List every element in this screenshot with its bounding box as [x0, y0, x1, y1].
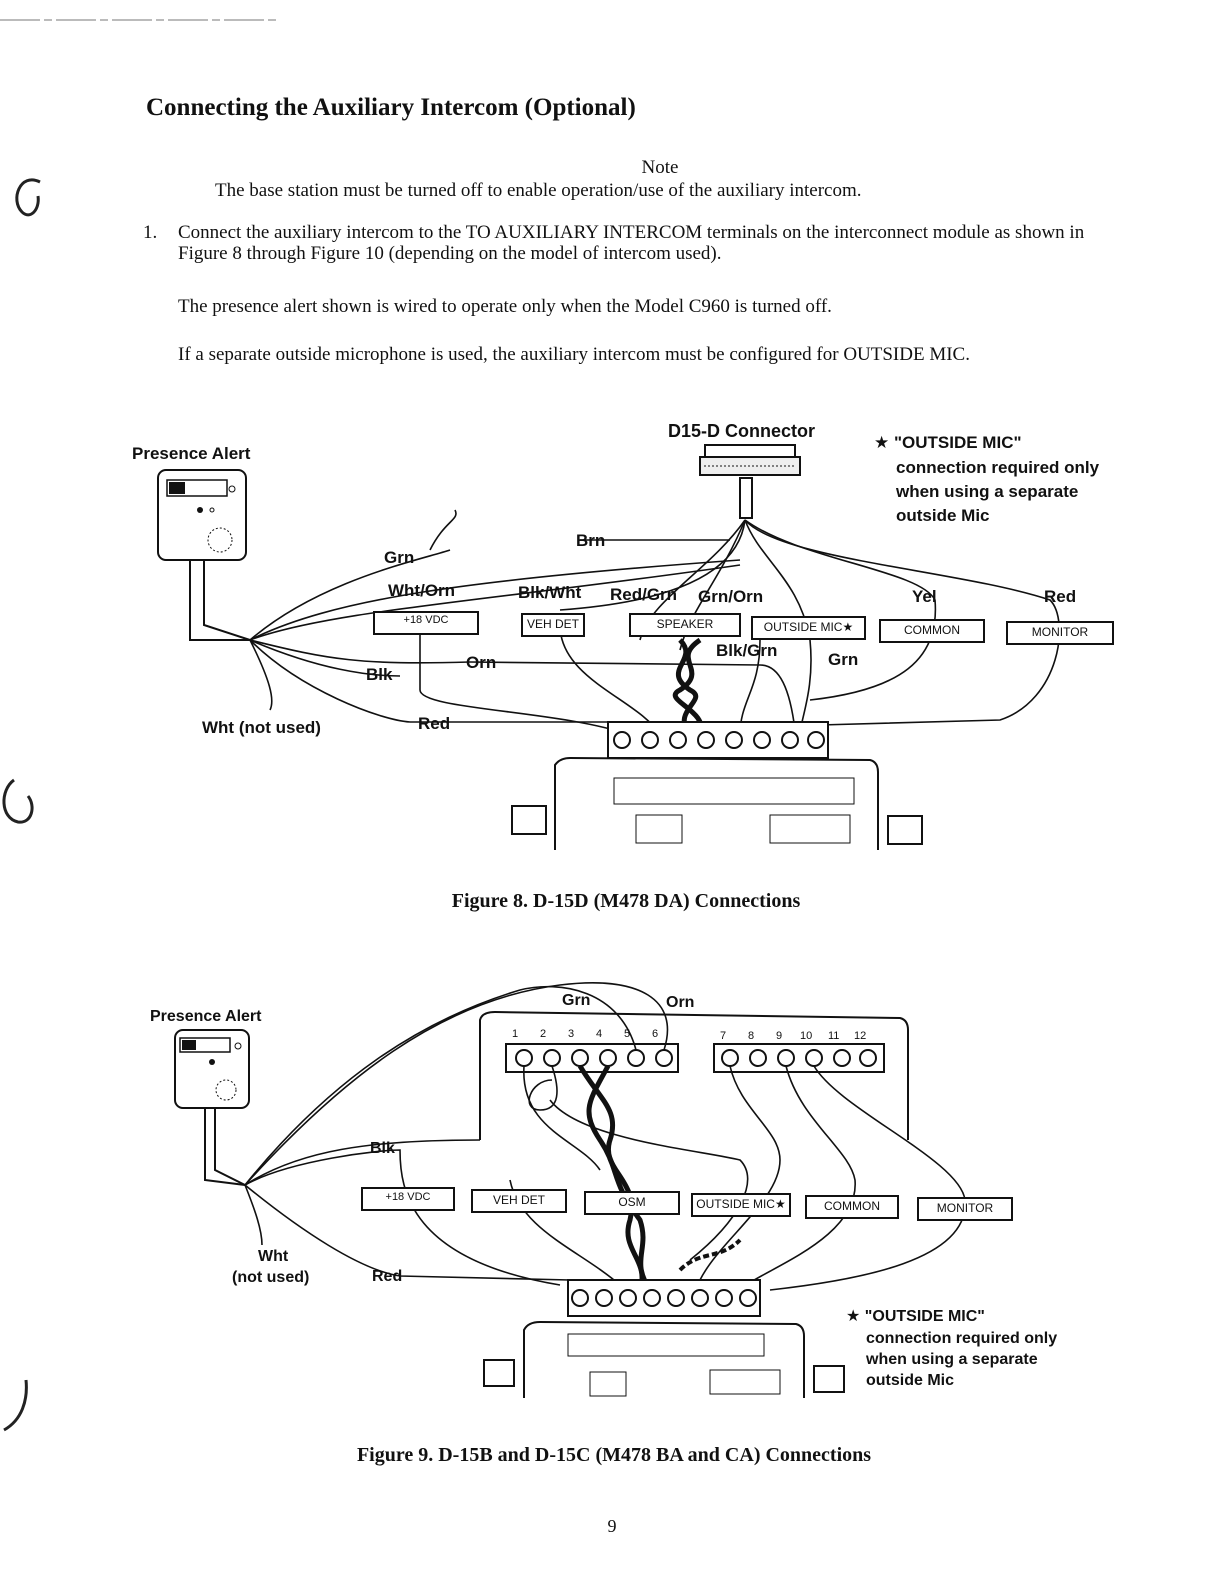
wire-label-grn: Grn	[384, 548, 415, 567]
wire-label-red-grn: Red/Grn	[610, 585, 678, 604]
figure-8-caption: Figure 8. D-15D (M478 DA) Connections	[451, 890, 801, 912]
wire-label-wht-not-used: Wht (not used)	[202, 718, 321, 737]
terminal-number: 2	[540, 1028, 547, 1040]
punch-hole-mark	[3, 1379, 28, 1432]
note-label: Note	[641, 157, 679, 178]
terminal-number: 6	[652, 1028, 659, 1040]
terminal-number: 1	[512, 1028, 519, 1040]
wire-label-orn: Orn	[466, 653, 497, 672]
terminal-label-monitor: MONITOR	[1031, 625, 1089, 639]
presence-alert-device	[157, 469, 251, 642]
figure-9-caption: Figure 9. D-15B and D-15C (M478 BA and C…	[356, 1444, 872, 1466]
interconnect-module-bottom	[483, 1279, 845, 1398]
wire-label-grn-orn: Grn/Orn	[698, 587, 764, 606]
fig9-footnote-line-2: connection required only	[866, 1330, 1058, 1347]
paragraph-presence: The presence alert shown is wired to ope…	[178, 296, 832, 317]
page-title: Connecting the Auxiliary Intercom (Optio…	[146, 94, 636, 121]
terminal-number: 7	[720, 1030, 727, 1042]
terminal-label-18vdc: +18 VDC	[403, 614, 449, 626]
d15-connector	[699, 444, 801, 519]
terminal-number: 10	[800, 1030, 813, 1042]
fig9-footnote-line-4: outside Mic	[866, 1372, 955, 1389]
presence-alert-label-2: Presence Alert	[150, 1008, 262, 1025]
wire-label-blk-grn: Blk/Grn	[716, 641, 778, 660]
terminal-number: 11	[828, 1030, 840, 1042]
punch-hole-mark	[2, 778, 34, 824]
figure-8-terminal-boxes	[373, 611, 1114, 645]
terminal-label-outside-mic: OUTSIDE MIC★	[763, 620, 854, 634]
paragraph-outside-mic: If a separate outside microphone is used…	[178, 344, 970, 365]
fig9-wire-label-orn: Orn	[666, 994, 695, 1011]
footnote-line-4: outside Mic	[896, 506, 990, 525]
fig9-wire-label-wht: Wht	[258, 1248, 289, 1265]
wire-label-grn-2: Grn	[828, 650, 859, 669]
fig9-terminal-label-18vdc: +18 VDC	[385, 1191, 431, 1203]
terminal-number: 4	[596, 1028, 603, 1040]
fig9-footnote-line-3: when using a separate	[866, 1351, 1038, 1368]
fig9-terminal-label-outside-mic: OUTSIDE MIC★	[696, 1197, 786, 1211]
page-number: 9	[607, 1516, 617, 1536]
step-number: 1.	[143, 222, 158, 243]
wire-label-blk: Blk	[366, 665, 393, 684]
wire-label-yel: Yel	[912, 587, 937, 606]
figure-9-terminal-boxes	[361, 1187, 1013, 1221]
fig9-wire-label-blk: Blk	[370, 1140, 395, 1157]
fig9-wire-label-not-used: (not used)	[232, 1269, 310, 1286]
footnote-line-1: ★ "OUTSIDE MIC"	[874, 433, 1022, 452]
terminal-number: 9	[776, 1030, 783, 1042]
terminal-number: 12	[854, 1030, 867, 1042]
wire-label-red: Red	[1044, 587, 1077, 606]
terminal-label-veh-det: VEH DET	[526, 617, 579, 631]
connector-label: D15-D Connector	[668, 421, 816, 441]
wire-label-wht-orn: Wht/Orn	[388, 581, 456, 600]
presence-alert-label: Presence Alert	[132, 444, 251, 463]
terminal-label-common: COMMON	[904, 623, 960, 637]
step-text: Connect the auxiliary intercom to the TO…	[178, 222, 1085, 264]
terminal-number: 5	[624, 1028, 631, 1040]
terminal-label-speaker: SPEAKER	[656, 617, 714, 631]
fig9-terminal-label-common: COMMON	[824, 1199, 880, 1213]
punch-hole-mark	[15, 178, 41, 217]
interconnect-module	[511, 721, 923, 850]
terminal-number: 8	[748, 1030, 755, 1042]
wire-label-blk-wht: Blk/Wht	[518, 583, 582, 602]
fig9-footnote-line-1: ★ "OUTSIDE MIC"	[846, 1308, 985, 1325]
fig9-terminal-label-veh-det: VEH DET	[492, 1193, 545, 1207]
figure-8-diagram	[157, 444, 1114, 850]
wire-label-red-2: Red	[418, 714, 451, 733]
fig9-wire-label-red: Red	[372, 1268, 403, 1285]
terminal-number: 3	[568, 1028, 575, 1040]
fig9-wire-label-grn: Grn	[562, 992, 591, 1009]
fig9-terminal-label-osm: OSM	[618, 1195, 646, 1209]
footnote-line-2: connection required only	[896, 458, 1100, 477]
footnote-line-3: when using a separate	[896, 482, 1079, 501]
figure-9-diagram	[174, 982, 1013, 1398]
interconnect-module-top	[479, 1010, 909, 1140]
fig9-terminal-label-monitor: MONITOR	[936, 1201, 994, 1215]
note-text: The base station must be turned off to e…	[215, 180, 862, 201]
presence-alert-device-2	[174, 1029, 250, 1186]
wire-label-brn: Brn	[576, 531, 606, 550]
